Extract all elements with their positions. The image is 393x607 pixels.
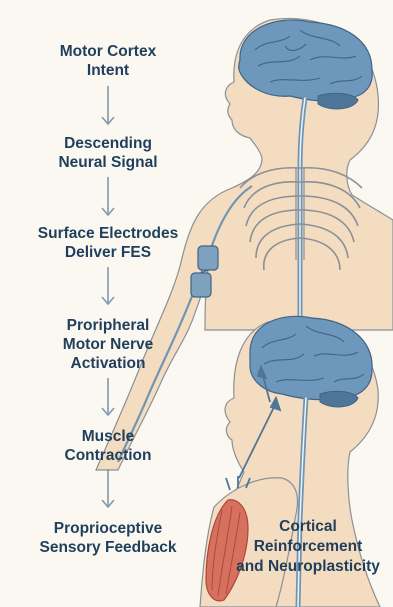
step-line: Motor Cortex [18, 42, 198, 61]
step-line: Proripheral [18, 316, 198, 335]
step-line: Proprioceptive [18, 519, 198, 538]
step-line: Neural Signal [18, 153, 198, 172]
flow-arrow-2 [102, 177, 114, 215]
step-surface-electrodes: Surface Electrodes Deliver FES [18, 224, 198, 262]
caption-line: and Neuroplasticity [228, 557, 388, 577]
caption-line: Reinforcement [228, 537, 388, 557]
step-descending-neural-signal: Descending Neural Signal [18, 134, 198, 172]
flow-arrow-5 [102, 469, 114, 507]
upper-brain [239, 20, 373, 101]
step-nerve-activation: Proripheral Motor Nerve Activation [18, 316, 198, 373]
flow-arrow-4 [102, 378, 114, 415]
step-motor-cortex-intent: Motor Cortex Intent [18, 42, 198, 80]
step-line: Deliver FES [18, 243, 198, 262]
flow-arrow-1 [102, 86, 114, 124]
step-line: Intent [18, 61, 198, 80]
step-line: Sensory Feedback [18, 538, 198, 557]
step-line: Muscle [18, 427, 198, 446]
flow-arrow-3 [102, 267, 114, 304]
step-sensory-feedback: Proprioceptive Sensory Feedback [18, 519, 198, 557]
step-line: Activation [18, 354, 198, 373]
step-line: Contraction [18, 446, 198, 465]
caption-line: Cortical [228, 517, 388, 537]
step-line: Surface Electrodes [18, 224, 198, 243]
step-muscle-contraction: Muscle Contraction [18, 427, 198, 465]
caption-cortical-reinforcement: Cortical Reinforcement and Neuroplastici… [228, 517, 388, 577]
step-line: Descending [18, 134, 198, 153]
step-line: Motor Nerve [18, 335, 198, 354]
